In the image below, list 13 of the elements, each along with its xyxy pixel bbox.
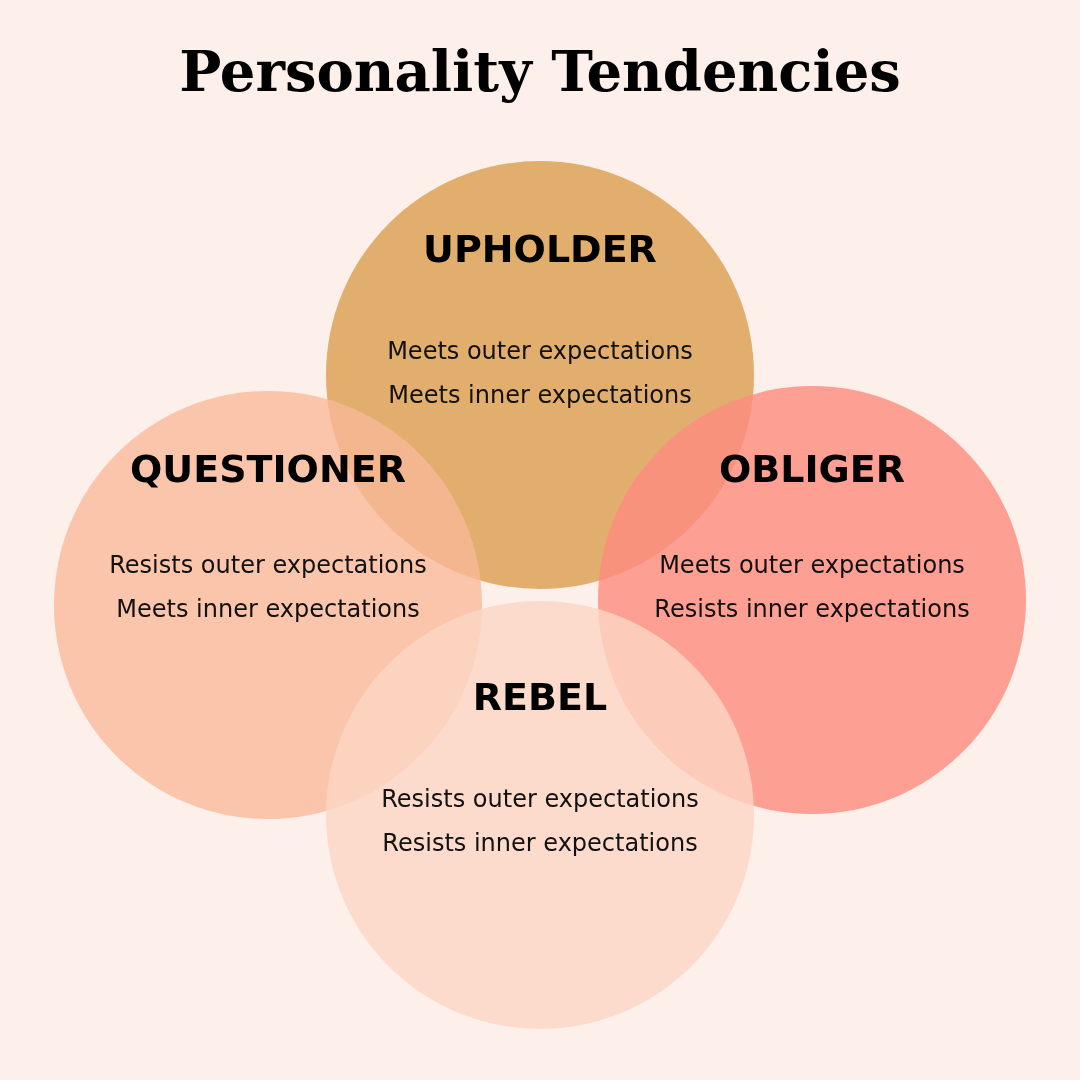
circle-heading: UPHOLDER: [422, 227, 658, 271]
title: Personality Tendencies: [178, 38, 902, 104]
description-line: Resists inner expectations: [653, 595, 971, 623]
description-line: Resists inner expectations: [381, 829, 699, 857]
circle-heading: OBLIGER: [718, 447, 906, 491]
circle-heading: REBEL: [471, 675, 609, 719]
description-line: Meets outer expectations: [386, 337, 694, 365]
description-line: Meets inner expectations: [115, 595, 421, 623]
description-line: Resists outer expectations: [108, 551, 428, 579]
description-line: Meets inner expectations: [387, 381, 693, 409]
description-line: Meets outer expectations: [658, 551, 966, 579]
circle-heading: QUESTIONER: [129, 447, 407, 491]
description-line: Resists outer expectations: [380, 785, 700, 813]
